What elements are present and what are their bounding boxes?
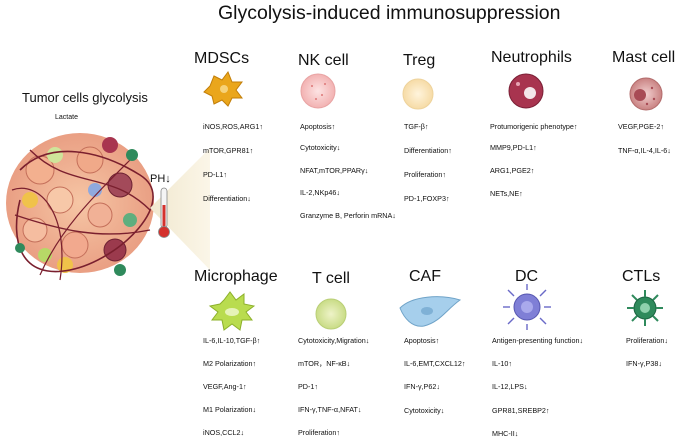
dc-name: DC	[515, 268, 539, 285]
mast-feature: VEGF,PGE-2↑	[618, 122, 664, 131]
mast-name: Mast cell	[612, 49, 676, 66]
diagram-title: Glycolysis-induced immunosuppression	[218, 2, 561, 24]
mdscs-feature: Differentiation↓	[203, 194, 251, 203]
tcell-feature: PD-1↑	[298, 382, 318, 391]
ctls-feature: IFN-γ,P38↓	[626, 359, 662, 368]
ctls-feature: Proliferation↓	[626, 336, 668, 345]
tumor-mass-icon	[6, 133, 154, 281]
ph-cone-icon	[150, 148, 210, 270]
treg-feature: Proliferation↑	[404, 170, 446, 179]
treg-feature: Differentiation↑	[404, 146, 452, 155]
ctls-name: CTLs	[622, 268, 661, 285]
lactate-label: Lactate	[55, 114, 78, 121]
treg-cell-icon	[402, 78, 434, 110]
dc-feature: IL-12,LPS↓	[492, 382, 528, 391]
caf-feature: IL-6,EMT,CXCL12↑	[404, 359, 466, 368]
ph-label: PH↓	[150, 173, 171, 185]
neutrophils-feature: MMP9,PD-L1↑	[490, 143, 537, 152]
macrophage-feature: M1 Polarization↓	[203, 405, 257, 414]
nk-feature: IL-2,NKp46↓	[300, 188, 340, 197]
caf-feature: Apoptosis↑	[404, 336, 440, 345]
dc-feature: GPR81,SREBP2↑	[492, 406, 550, 415]
neutrophils-feature: Protumorigenic phenotype↑	[490, 122, 578, 131]
dc-feature: MHC-II↓	[492, 429, 519, 438]
neutrophils-feature: NETs,NE↑	[490, 189, 523, 198]
macrophage-name: Microphage	[194, 268, 278, 285]
tcell-name: T cell	[312, 270, 350, 287]
thermometer-icon	[158, 187, 170, 238]
dc-feature: Antigen-presenting function↓	[492, 336, 584, 345]
mast-cell-icon	[629, 77, 663, 111]
mdscs-feature: PD-L1↑	[203, 170, 227, 179]
ctls-cell-icon	[627, 290, 663, 326]
mdscs-feature: iNOS,ROS,ARG1↑	[203, 122, 263, 131]
treg-feature: TGF-β↑	[404, 122, 429, 131]
dc-cell-icon	[503, 284, 551, 330]
t-cell-icon	[315, 298, 347, 330]
treg-feature: PD-1,FOXP3↑	[404, 194, 450, 203]
nk-feature: Granzyme B, Perforin mRNA↓	[300, 211, 396, 220]
tcell-feature: mTOR，NF-κB↓	[298, 359, 351, 368]
nk-feature: Cytotoxicity↓	[300, 143, 341, 152]
mdscs-feature: mTOR,GPR81↑	[203, 146, 254, 155]
nk-cell-icon	[300, 73, 336, 109]
neutrophils-feature: ARG1,PGE2↑	[490, 166, 535, 175]
macrophage-feature: IL-6,IL-10,TGF-β↑	[203, 336, 261, 345]
treg-name: Treg	[403, 52, 436, 69]
macrophage-feature: iNOS,CCL2↓	[203, 428, 245, 437]
caf-feature: IFN-γ,P62↓	[404, 382, 440, 391]
macrophage-cell-icon	[208, 291, 256, 331]
tcell-feature: Proliferation↑	[298, 428, 340, 437]
tcell-feature: IFN-γ,TNF-α,NFAT↓	[298, 405, 362, 414]
macrophage-feature: VEGF,Ang-1↑	[203, 382, 247, 391]
mast-feature: TNF-α,IL-4,IL-6↓	[618, 146, 671, 155]
tcell-feature: Cytotoxicity,Migration↓	[298, 336, 370, 345]
caf-cell-icon	[399, 296, 462, 327]
caf-name: CAF	[409, 268, 441, 285]
mdscs-name: MDSCs	[194, 50, 250, 67]
neutrophil-cell-icon	[508, 73, 544, 109]
mdscs-cell-icon	[203, 70, 243, 107]
tumor-title: Tumor cells glycolysis	[22, 90, 148, 105]
nk-feature: Apoptosis↑	[300, 122, 336, 131]
caf-feature: Cytotoxicity↓	[404, 406, 445, 415]
macrophage-feature: M2 Polarization↑	[203, 359, 257, 368]
nk-feature: NFAT,mTOR,PPARγ↓	[300, 166, 369, 175]
neutrophils-name: Neutrophils	[491, 49, 572, 66]
nk-name: NK cell	[298, 52, 349, 69]
dc-feature: IL-10↑	[492, 359, 512, 368]
